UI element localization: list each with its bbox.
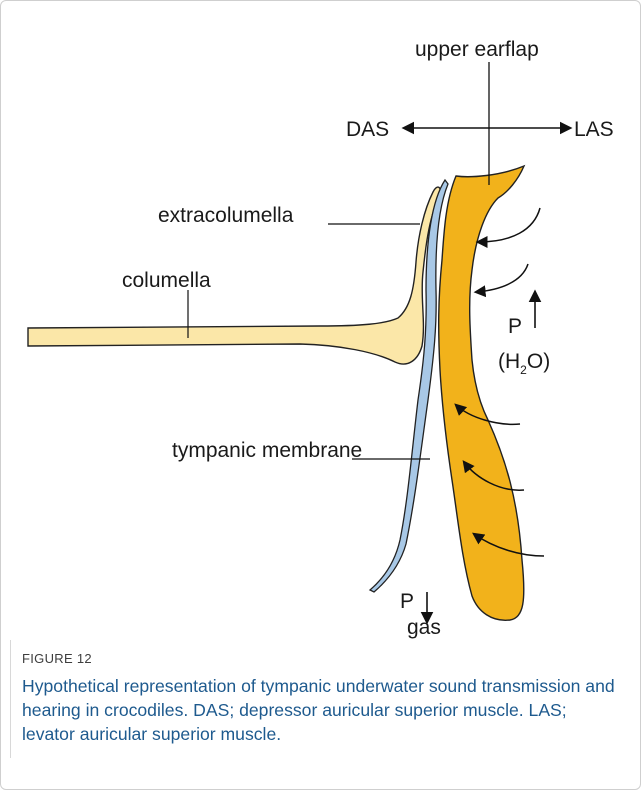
upper-earflap-label: upper earflap	[415, 38, 539, 61]
tympanic-membrane-label: tympanic membrane	[172, 439, 362, 462]
p-down-label: P	[400, 590, 414, 613]
gas-label: gas	[407, 616, 441, 639]
das-label: DAS	[346, 118, 389, 141]
pressure-arrow	[476, 264, 528, 292]
figure-number: FIGURE 12	[22, 651, 92, 666]
figure-caption: Hypothetical representation of tympanic …	[22, 674, 617, 746]
h2o-label: (H2O)	[498, 350, 550, 377]
caption-divider	[10, 640, 11, 758]
figure-diagram: upper earflap DAS LAS extracolumella col…	[0, 0, 641, 640]
p-up-label: P	[508, 315, 522, 338]
columella-label: columella	[122, 269, 211, 292]
las-label: LAS	[574, 118, 614, 141]
tympanic-membrane-shape	[370, 180, 448, 592]
extracolumella-label: extracolumella	[158, 204, 294, 227]
